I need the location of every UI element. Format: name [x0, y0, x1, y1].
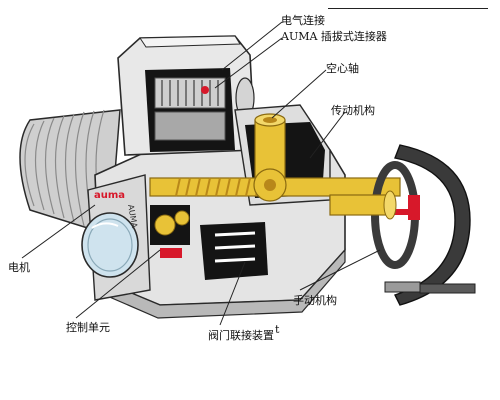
leader-control-unit — [75, 249, 161, 319]
handwheel — [371, 144, 476, 306]
leader-electric-connection — [221, 21, 283, 71]
label-stray-mark: t — [275, 323, 280, 336]
worm-shaft — [149, 168, 401, 202]
control-unit-gears — [150, 205, 190, 258]
label-manual-mechanism: 手动机构 — [293, 294, 337, 307]
label-transmission: 传动机构 — [331, 104, 375, 117]
leader-transmission — [309, 111, 346, 159]
leader-hollow-shaft — [271, 69, 327, 119]
manual-shaft — [329, 190, 397, 220]
valve-coupling — [200, 222, 268, 280]
control-unit — [81, 212, 139, 278]
leader-lines — [21, 21, 381, 326]
label-control-unit: 控制单元 — [66, 321, 110, 334]
label-electric-connection: 电气连接 — [281, 14, 325, 27]
label-motor: 电机 — [8, 261, 30, 274]
leader-motor — [21, 204, 96, 259]
electrical-connection-box — [117, 35, 256, 156]
label-valve-coupling: 阀门联接装置 — [208, 329, 274, 342]
auma-logo: auma — [94, 190, 125, 201]
leader-valve-coupling — [219, 261, 246, 326]
leader-plug-connector — [214, 37, 283, 89]
top-rule — [328, 8, 488, 9]
label-auma-plug-connector: AUMA 插拔式连接器 — [281, 30, 387, 43]
auma-side-text: AUMA — [126, 204, 139, 229]
label-hollow-shaft: 空心轴 — [326, 62, 359, 75]
plug-connector — [154, 77, 226, 141]
leader-manual-mechanism — [299, 249, 381, 291]
